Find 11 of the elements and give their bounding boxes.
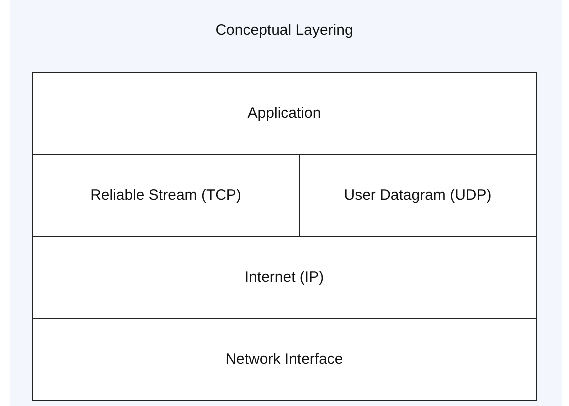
layer-label: User Datagram (UDP) [344, 187, 492, 204]
layer-label: Application [248, 105, 322, 122]
diagram-title: Conceptual Layering [214, 22, 354, 39]
layer-box [299, 154, 537, 237]
layer-label: Internet (IP) [244, 269, 324, 286]
layer-label: Network Interface [226, 351, 344, 368]
layer-box [32, 154, 300, 237]
layer-box [32, 236, 537, 319]
layer-box [32, 72, 537, 155]
layer-label: Reliable Stream (TCP) [90, 187, 242, 204]
layer-box [32, 318, 537, 401]
